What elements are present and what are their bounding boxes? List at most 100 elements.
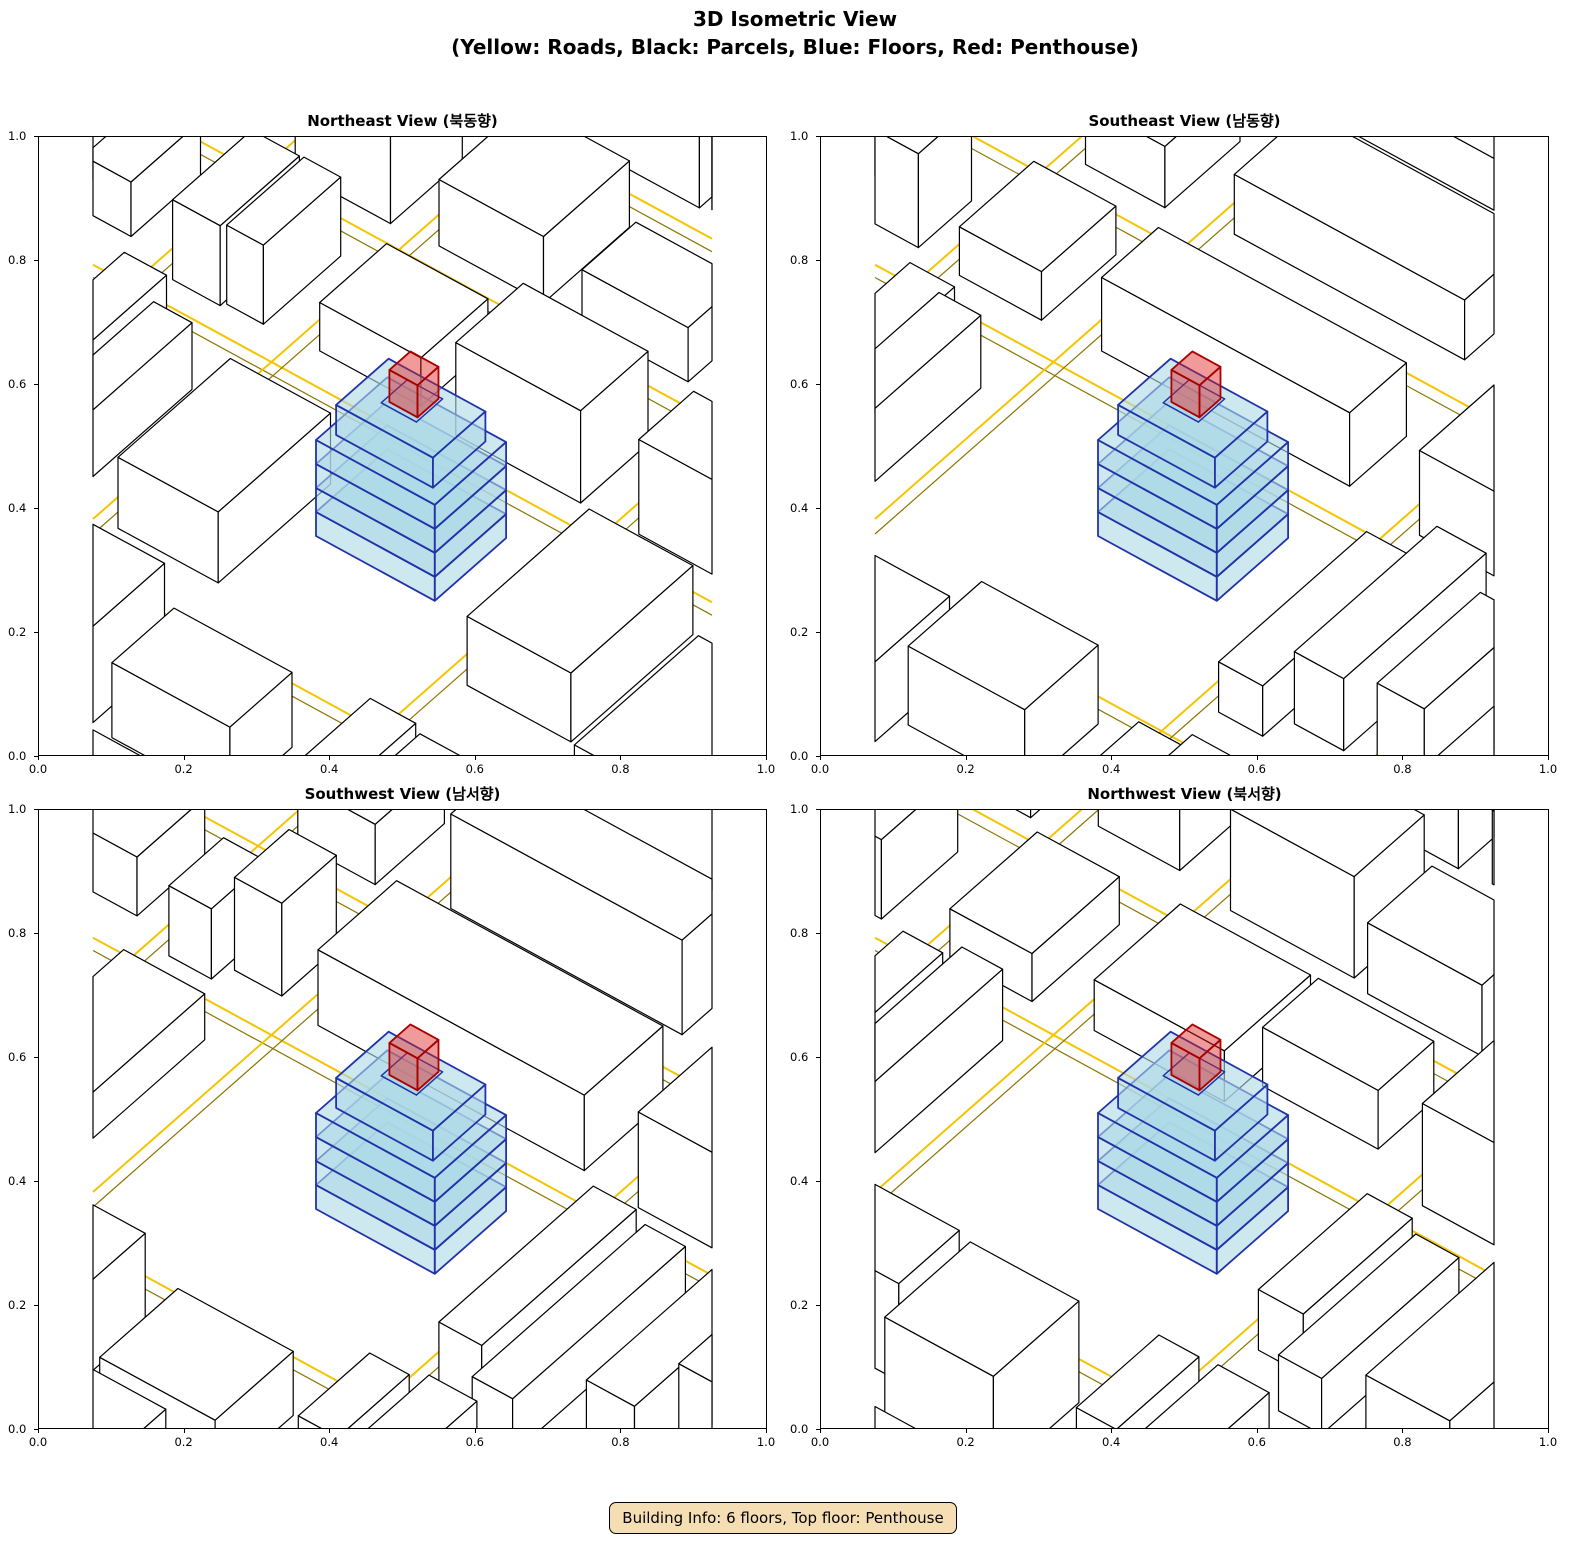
parcel-building-top-face (1093, 903, 1312, 1052)
parcel-building-top-face (92, 1204, 146, 1280)
y-tick (34, 1305, 38, 1306)
y-tick (816, 260, 820, 261)
parcel-building-top-face (1257, 1193, 1413, 1315)
x-tick-label: 0.6 (1247, 762, 1266, 776)
parcel-building-top-face (1145, 136, 1178, 147)
y-tick-label: 0.4 (790, 501, 809, 515)
building-info-box: Building Info: 6 floors, Top floor: Pent… (609, 1502, 957, 1534)
figure-title-line2: (Yellow: Roads, Black: Parcels, Blue: Fl… (451, 35, 1139, 59)
parcel-building-front-face (874, 835, 883, 920)
parcel-building-top-face (885, 136, 940, 155)
y-tick-label: 0.6 (790, 377, 809, 391)
parcel-building-top-face (92, 251, 168, 341)
parcel-building-top-face (581, 221, 713, 329)
parcel-building-top-face (466, 508, 694, 674)
parcel-building-side-face (698, 136, 713, 209)
parcel-building-top-face (394, 733, 462, 756)
y-tick-label: 0.0 (790, 1422, 809, 1436)
parcel-building-top-face (92, 301, 193, 411)
x-tick (965, 1429, 967, 1433)
panel-title: Southwest View (남서향) (304, 785, 501, 803)
parcel-building-top-face (1421, 1040, 1495, 1144)
parcel-building-top-face (438, 136, 631, 238)
y-tick-label: 0.8 (8, 926, 27, 940)
parcel-building-side-face (512, 1245, 687, 1429)
parcel-building-top-face (1262, 977, 1435, 1091)
parcel-building-top-face (1099, 721, 1184, 756)
parcel-building-front-face (1097, 809, 1181, 872)
x-tick-label: 0.2 (956, 1435, 975, 1449)
x-tick-label: 0.6 (465, 1435, 484, 1449)
isometric-scene (874, 136, 1495, 756)
figure-title-line1: 3D Isometric View (692, 7, 898, 31)
x-tick (1402, 756, 1404, 760)
isometric-scene (874, 809, 1495, 1429)
parcel-building-top-face (92, 809, 193, 858)
isometric-scene (92, 136, 713, 756)
x-tick (1402, 1429, 1404, 1433)
y-tick-label: 1.0 (8, 802, 27, 816)
x-tick-label: 1.0 (756, 1435, 776, 1449)
y-tick (34, 136, 38, 137)
x-tick-label: 0.4 (1102, 1435, 1121, 1449)
x-tick (1111, 756, 1113, 760)
parcel-building-side-face (374, 809, 445, 886)
x-tick (766, 756, 767, 760)
parcel-building-top-face (317, 880, 664, 1096)
parcel-building-top-face (1144, 1364, 1270, 1429)
y-tick (816, 933, 820, 934)
y-tick (34, 1057, 38, 1058)
panel-title: Northeast View (북동향) (307, 112, 498, 130)
floor-6-slab-top-face (380, 378, 444, 423)
y-tick-label: 1.0 (790, 129, 809, 143)
parcel-building-top-face (1365, 1261, 1495, 1422)
panel-title: Southeast View (남동향) (1088, 112, 1281, 130)
x-tick-label: 0.8 (1393, 762, 1412, 776)
x-tick (965, 756, 967, 760)
y-tick-label: 0.0 (790, 749, 809, 763)
y-tick (34, 809, 38, 810)
x-tick (474, 756, 476, 760)
y-tick (34, 260, 38, 261)
parcel-building-side-face (1024, 644, 1099, 756)
parcel-building-top-face (1452, 136, 1495, 159)
parcel-building-side-face (992, 1300, 1080, 1429)
penthouse-top-face (1170, 350, 1222, 387)
x-tick-label: 1.0 (1538, 762, 1558, 776)
y-tick-label: 0.2 (790, 1298, 809, 1312)
floor-6-slab-top-face (380, 1051, 444, 1096)
y-tick-label: 0.8 (790, 926, 809, 940)
x-tick-label: 0.0 (28, 1435, 48, 1449)
parcel-building-top-face (573, 635, 713, 756)
parcel-building-top-face (233, 828, 337, 904)
parcel-building-top-face (949, 831, 1120, 955)
y-tick-label: 1.0 (790, 802, 809, 816)
y-tick (34, 384, 38, 385)
parcel-building-top-face (874, 930, 944, 1013)
y-tick (816, 1181, 820, 1182)
parcel-building-front-face (1491, 809, 1495, 886)
parcel-building-side-face (880, 809, 959, 920)
parcel-building-top-face (874, 554, 951, 663)
parcel-building-top-face (958, 160, 1117, 273)
x-tick (38, 756, 39, 760)
parcel-building-top-face (92, 523, 166, 627)
x-tick-label: 0.8 (1393, 1435, 1412, 1449)
x-tick (620, 1429, 622, 1433)
x-tick-label: 0.0 (28, 762, 48, 776)
parcel-building-top-face (1277, 1233, 1460, 1380)
parcel-building-top-face (111, 607, 293, 728)
y-tick (816, 508, 820, 509)
y-tick (816, 1305, 820, 1306)
y-tick-label: 0.0 (8, 1422, 27, 1436)
y-tick-label: 0.0 (8, 749, 27, 763)
x-tick-label: 0.2 (174, 762, 193, 776)
x-tick (1548, 756, 1549, 760)
parcel-building-top-face (99, 1287, 294, 1421)
parcel-building-top-face (874, 946, 1004, 1082)
x-tick-label: 0.6 (465, 762, 484, 776)
parcel-building-top-face (450, 809, 713, 941)
x-tick (766, 1429, 767, 1433)
y-tick (34, 933, 38, 934)
